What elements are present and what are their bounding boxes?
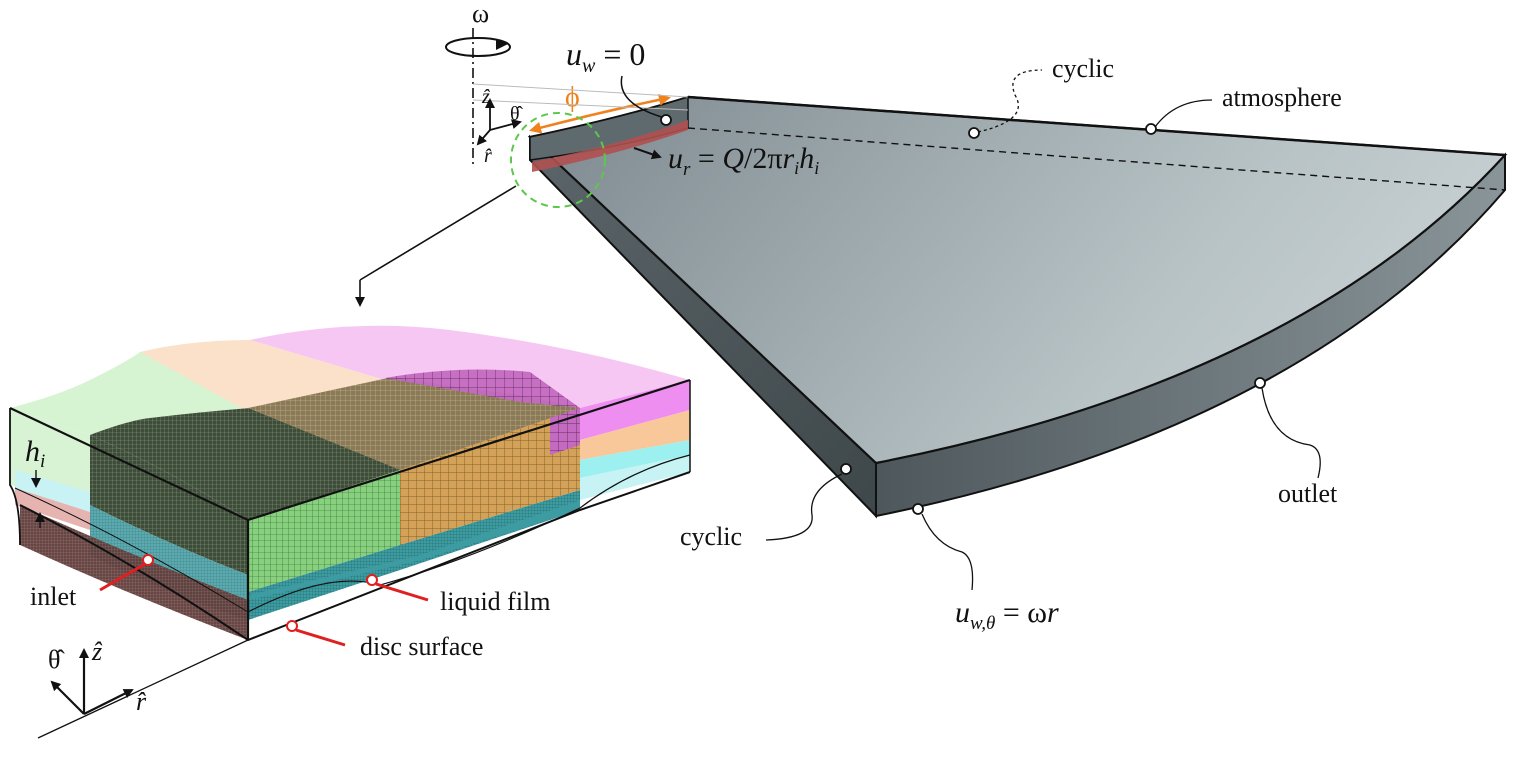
- mesh-inlet-brown: [20, 505, 248, 640]
- axis-theta-label: θ̂: [48, 645, 65, 674]
- ur-q: Q: [722, 142, 744, 175]
- top-band-pink: [250, 325, 690, 408]
- axis-theta-label-top: θ̂: [510, 103, 524, 125]
- zoom-indicator: [355, 112, 606, 307]
- mesh-film-teal: [248, 490, 580, 620]
- mesh-right-pink: [550, 408, 580, 455]
- film-interface-line: [247, 454, 691, 613]
- svg-text:hi: hi: [25, 435, 45, 472]
- svg-text:ur = Q/2πrihi: ur = Q/2πrihi: [668, 142, 819, 180]
- block-bottom-edge: [19, 471, 691, 642]
- liquid-film-callout: liquid film: [366, 574, 551, 616]
- axis-z-label: ẑ: [91, 637, 103, 666]
- disc-surface-callout: disc surface: [286, 620, 483, 661]
- cyclic-bottom-callout: cyclic: [680, 463, 852, 551]
- left-face-pinkish: [15, 488, 90, 530]
- atmosphere-callout: atmosphere: [1145, 83, 1342, 135]
- uw-zero-annotation: uw = 0: [566, 36, 672, 126]
- uw-sub: w: [582, 55, 596, 77]
- hi-i: i: [40, 451, 45, 472]
- uwt-r: r: [1047, 596, 1059, 629]
- axis-r-label-top: r̂: [484, 145, 492, 167]
- liquid-film-label: liquid film: [440, 587, 551, 616]
- ur-u: u: [668, 142, 683, 175]
- ur-annotation: ur = Q/2πrihi: [633, 142, 819, 180]
- mesh-block: [9, 325, 691, 642]
- right-face-cyan: [580, 440, 690, 478]
- mesh-front-green: [248, 470, 400, 592]
- block-left-edge: [9, 408, 21, 546]
- axis-r-label: r̂: [136, 687, 147, 716]
- hi-h: h: [25, 435, 40, 468]
- inlet-callout: inlet: [30, 554, 154, 611]
- mesh-top-tan: [248, 378, 580, 470]
- hidden-edge: [687, 127, 1506, 191]
- cyclic-top-label: cyclic: [1052, 54, 1114, 83]
- hi-marker: hi: [25, 435, 45, 528]
- ur-ri-sub: i: [794, 158, 799, 178]
- inlet-label: inlet: [30, 582, 77, 611]
- uw-rhs: = 0: [595, 36, 645, 72]
- local-axes-top: ẑ θ̂ r̂: [476, 86, 524, 167]
- right-face-peach: [580, 410, 690, 460]
- inlet-band: [532, 120, 688, 172]
- atmosphere-label: atmosphere: [1222, 83, 1342, 112]
- outlet-label: outlet: [1278, 479, 1338, 508]
- svg-text:uw,θ = ωr: uw,θ = ωr: [955, 596, 1059, 634]
- ur-mid: /2π: [744, 142, 782, 175]
- ur-sub: r: [683, 159, 691, 180]
- mesh-front-dark: [90, 435, 248, 575]
- mesh-disc-teal: [248, 500, 580, 600]
- coordinate-axes: ẑ θ̂ r̂: [37, 637, 249, 739]
- outlet-callout: outlet: [1254, 377, 1338, 508]
- axis-z-label-top: ẑ: [481, 86, 490, 108]
- disc-surface-label: disc surface: [360, 632, 483, 661]
- cyclic-top-callout: cyclic: [968, 54, 1114, 139]
- cyclic-bottom-label: cyclic: [680, 522, 742, 551]
- uwt-sub: w,θ: [970, 613, 995, 634]
- ur-r: r: [782, 142, 794, 175]
- mesh-top-pink: [385, 369, 580, 408]
- uwtheta-callout: uw,θ = ωr: [912, 503, 1059, 634]
- phi-label: ϕ: [565, 82, 580, 113]
- ur-hi-sub: i: [814, 158, 819, 178]
- ur-eq: =: [690, 142, 722, 175]
- film-interface-line-left: [14, 487, 249, 613]
- mesh-front-tan: [400, 408, 580, 545]
- rotation-axis: ω: [445, 0, 689, 165]
- right-face-pink: [580, 380, 690, 440]
- omega-label: ω: [472, 0, 489, 28]
- uwt-u: u: [955, 596, 970, 629]
- svg-text:uw = 0: uw = 0: [566, 36, 645, 77]
- uwt-rhs: = ω: [995, 596, 1047, 629]
- ur-h: h: [799, 142, 814, 175]
- uw-u: u: [566, 36, 582, 72]
